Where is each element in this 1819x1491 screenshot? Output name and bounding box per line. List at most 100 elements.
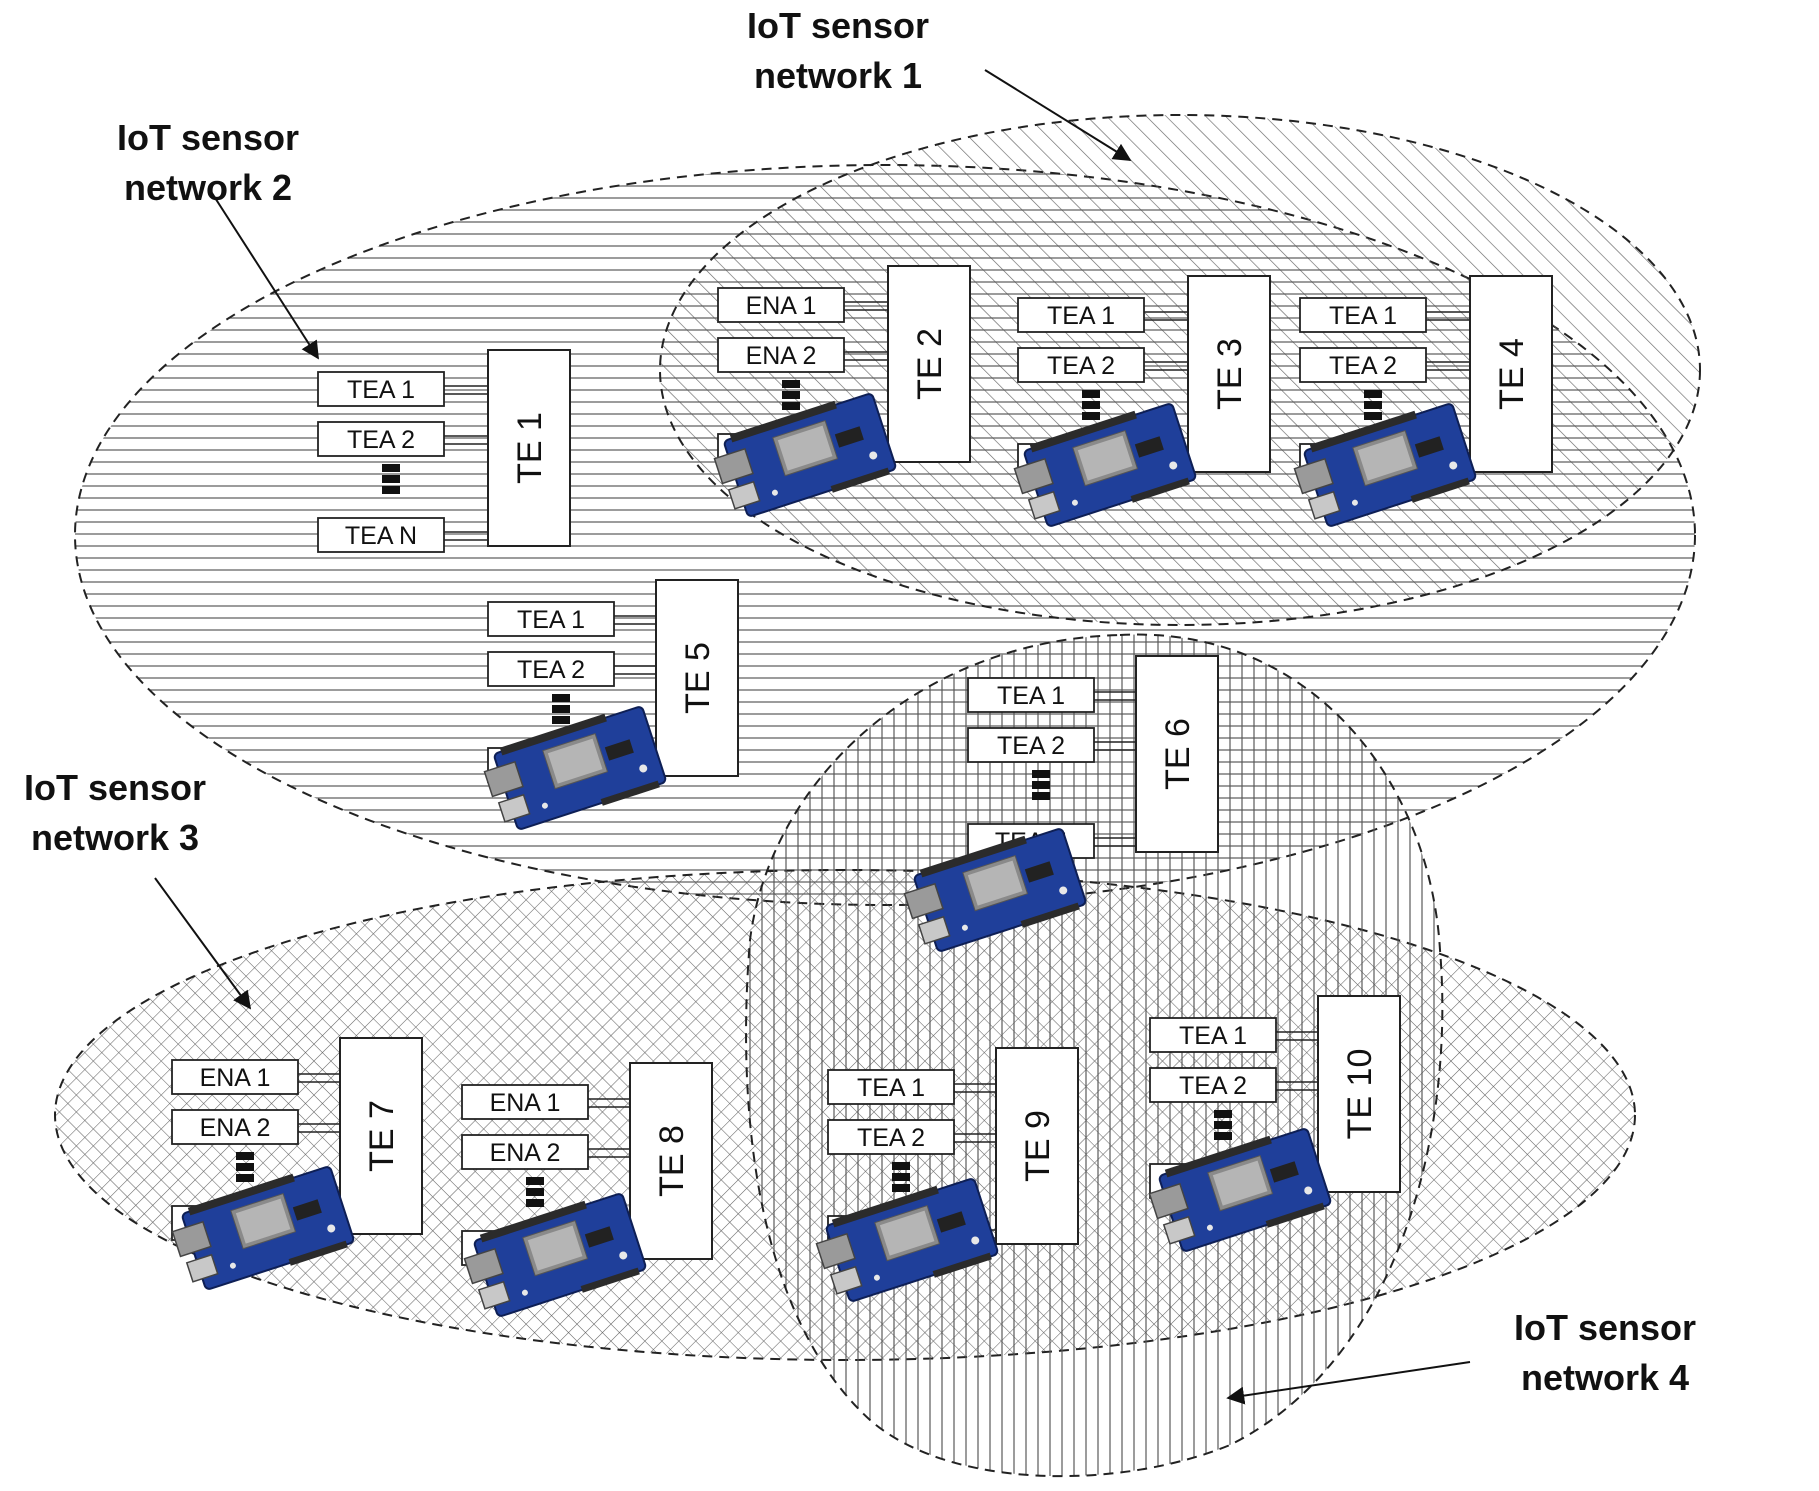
terminal-element-label: TE 3 xyxy=(1211,338,1249,410)
sensor-label: TEA 1 xyxy=(997,682,1065,710)
ellipsis-dots xyxy=(552,694,570,724)
network-3-label-line1: IoT sensor xyxy=(24,767,206,808)
sensor-label: ENA 2 xyxy=(490,1139,561,1167)
network-1-label-line2: network 1 xyxy=(754,55,922,96)
sensor-box xyxy=(967,727,1095,763)
sensor-label: ENA 1 xyxy=(490,1089,561,1117)
sensor-box xyxy=(717,337,845,373)
sensor-label: TEA 1 xyxy=(347,376,415,404)
terminal-element-box xyxy=(995,1047,1079,1245)
sensor-box xyxy=(827,1069,955,1105)
sensor-label: TEA 2 xyxy=(1329,352,1397,380)
microcontroller-board-icon xyxy=(1293,403,1477,527)
sensor-label: TEA 1 xyxy=(1329,302,1397,330)
sensor-label: TEA 2 xyxy=(347,426,415,454)
ellipsis-dots xyxy=(236,1152,254,1182)
sensor-label: ENA 1 xyxy=(746,292,817,320)
sensor-box xyxy=(487,601,615,637)
microcontroller-board-icon xyxy=(483,706,667,830)
network-3-pointer-arrow xyxy=(154,877,252,1010)
sensor-box xyxy=(317,421,445,457)
sensor-box xyxy=(171,1059,299,1095)
sensor-label: TEA 2 xyxy=(1047,352,1115,380)
terminal-element-label: TE 4 xyxy=(1493,338,1531,410)
network-2-label: IoT sensor network 2 xyxy=(117,117,319,360)
sensor-box xyxy=(1149,1067,1277,1103)
network-4-pointer-arrow xyxy=(1226,1361,1471,1405)
network-1-label-line1: IoT sensor xyxy=(747,5,929,46)
terminal-element-box xyxy=(655,579,739,777)
sensor-label: TEA 1 xyxy=(1047,302,1115,330)
sensor-label: ENA 1 xyxy=(200,1064,271,1092)
microcontroller-board-icon xyxy=(463,1193,647,1317)
sensor-box xyxy=(717,287,845,323)
ellipsis-dots xyxy=(526,1177,544,1207)
ellipsis-dots xyxy=(1214,1110,1232,1140)
terminal-element-box xyxy=(487,349,571,547)
sensor-label: TEA 2 xyxy=(1179,1072,1247,1100)
terminal-element-label: TE 7 xyxy=(363,1100,401,1172)
network-1-label: IoT sensor network 1 xyxy=(747,5,1132,161)
network-2-pointer-arrow xyxy=(209,189,319,360)
terminal-element-label: TE 9 xyxy=(1019,1110,1057,1182)
terminal-element-label: TE 1 xyxy=(511,412,549,484)
sensor-box xyxy=(171,1109,299,1145)
network-4-label-line1: IoT sensor xyxy=(1514,1307,1696,1348)
terminal-element-box xyxy=(887,265,971,463)
sensor-box xyxy=(461,1084,589,1120)
microcontroller-board-icon xyxy=(713,393,897,517)
ellipsis-dots xyxy=(892,1162,910,1192)
sensor-box xyxy=(1017,347,1145,383)
network-1-pointer-arrow xyxy=(984,69,1132,161)
microcontroller-board-icon xyxy=(1148,1128,1332,1252)
ellipsis-dots xyxy=(1082,390,1100,420)
terminal-element-label: TE 2 xyxy=(911,328,949,400)
sensor-box xyxy=(1017,297,1145,333)
sensor-box xyxy=(1299,347,1427,383)
ellipsis-dots xyxy=(1364,390,1382,420)
sensor-label: TEA 2 xyxy=(857,1124,925,1152)
ellipsis-dots xyxy=(782,380,800,410)
sensor-box xyxy=(1299,297,1427,333)
terminal-element-box xyxy=(1187,275,1271,473)
sensor-label: TEA 1 xyxy=(1179,1022,1247,1050)
microcontroller-board-icon xyxy=(903,828,1087,952)
ellipsis-dots xyxy=(1032,770,1050,800)
sensor-box xyxy=(1149,1017,1277,1053)
sensor-label: ENA 2 xyxy=(746,342,817,370)
sensor-label: ENA 2 xyxy=(200,1114,271,1142)
terminal-element-box xyxy=(339,1037,423,1235)
sensor-label: TEA 1 xyxy=(517,606,585,634)
sensor-label: TEA 1 xyxy=(857,1074,925,1102)
terminal-element-box xyxy=(1469,275,1553,473)
sensor-box xyxy=(967,677,1095,713)
terminal-element-box xyxy=(629,1062,713,1260)
terminal-element-label: TE 8 xyxy=(653,1125,691,1197)
microcontroller-board-icon xyxy=(1013,403,1197,527)
ellipsis-dots xyxy=(382,464,400,494)
network-2-label-line1: IoT sensor xyxy=(117,117,299,158)
terminal-element-box xyxy=(1135,655,1219,853)
microcontroller-board-icon xyxy=(815,1178,999,1302)
network-4-label-line2: network 4 xyxy=(1521,1357,1689,1398)
terminal-element-box xyxy=(1317,995,1401,1193)
sensor-box xyxy=(461,1134,589,1170)
microcontroller-board-icon xyxy=(171,1166,355,1290)
sensor-box xyxy=(827,1119,955,1155)
sensor-box xyxy=(317,371,445,407)
network-2-label-line2: network 2 xyxy=(124,167,292,208)
sensor-box xyxy=(487,651,615,687)
sensor-box xyxy=(317,517,445,553)
terminal-element-label: TE 5 xyxy=(679,642,717,714)
